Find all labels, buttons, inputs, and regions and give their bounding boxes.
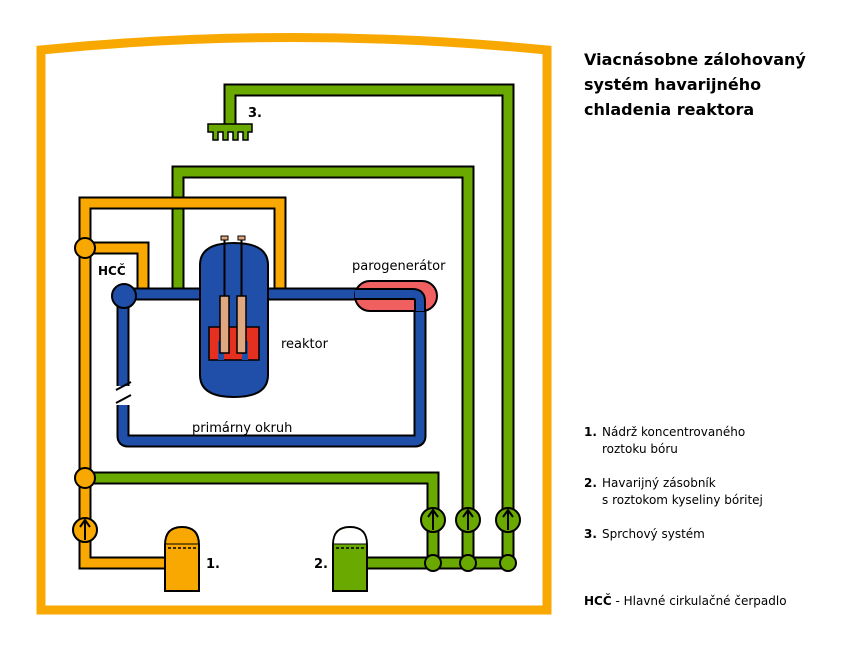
reactor-vessel — [199, 235, 269, 399]
hcc-abbreviation-note: HCČ - Hlavné cirkulačné čerpadlo — [584, 594, 787, 608]
title-line: Viacnásobne zálohovaný — [584, 50, 806, 69]
legend-text: Havarijný zásobník — [602, 476, 716, 490]
pipe-break-icon — [115, 381, 132, 404]
boron-junction-lower — [74, 467, 96, 489]
emergency-tank — [332, 525, 368, 592]
legend-item: 1. Nádrž koncentrovaného roztoku bóru — [584, 424, 844, 458]
reactor-label: reaktor — [281, 337, 329, 352]
boron-tank — [164, 525, 200, 592]
hcc-description: - Hlavné cirkulačné čerpadlo — [611, 594, 787, 608]
title-line: chladenia reaktora — [584, 100, 755, 119]
boron-tank-number: 1. — [206, 557, 220, 572]
hcc-label: HCČ — [98, 263, 126, 278]
emergency-pump-1 — [420, 507, 446, 533]
main-circulation-pump — [111, 283, 137, 309]
legend-number: 2. — [584, 476, 597, 490]
boron-junction-upper — [74, 237, 96, 259]
primary-loop-label: primárny okruh — [192, 421, 292, 436]
boron-injection-loop — [78, 196, 287, 570]
emergency-pump-2 — [455, 507, 481, 533]
spray-system-number: 3. — [248, 106, 262, 121]
legend-text: roztoku bóru — [602, 442, 678, 456]
emergency-pump-3 — [495, 507, 521, 533]
steam-generator — [354, 280, 438, 312]
emergency-water-loop — [85, 83, 515, 570]
legend-item: 3. Sprchový systém — [584, 526, 844, 543]
legend-text: Nádrž koncentrovaného — [602, 425, 746, 439]
containment-building — [36, 33, 552, 615]
hcc-abbr: HCČ — [584, 594, 612, 608]
legend: 1. Nádrž koncentrovaného roztoku bóru 2.… — [584, 424, 844, 560]
legend-number: 3. — [584, 527, 597, 541]
steam-generator-label: parogenerátor — [352, 259, 446, 274]
legend-number: 1. — [584, 425, 597, 439]
control-rod-right — [236, 295, 247, 354]
legend-text: Sprchový systém — [602, 527, 705, 541]
control-rod-left — [219, 295, 230, 354]
emergency-tank-number: 2. — [314, 557, 328, 572]
page-title: Viacnásobne zálohovaný systém havarijnéh… — [584, 47, 834, 122]
boron-pump — [72, 517, 98, 543]
spray-head-icon — [207, 123, 253, 141]
legend-item: 2. Havarijný zásobník s roztokom kyselin… — [584, 475, 844, 509]
reactor-core — [208, 326, 260, 361]
legend-text: s roztokom kyseliny bóritej — [602, 493, 763, 507]
title-line: systém havarijného — [584, 75, 762, 94]
